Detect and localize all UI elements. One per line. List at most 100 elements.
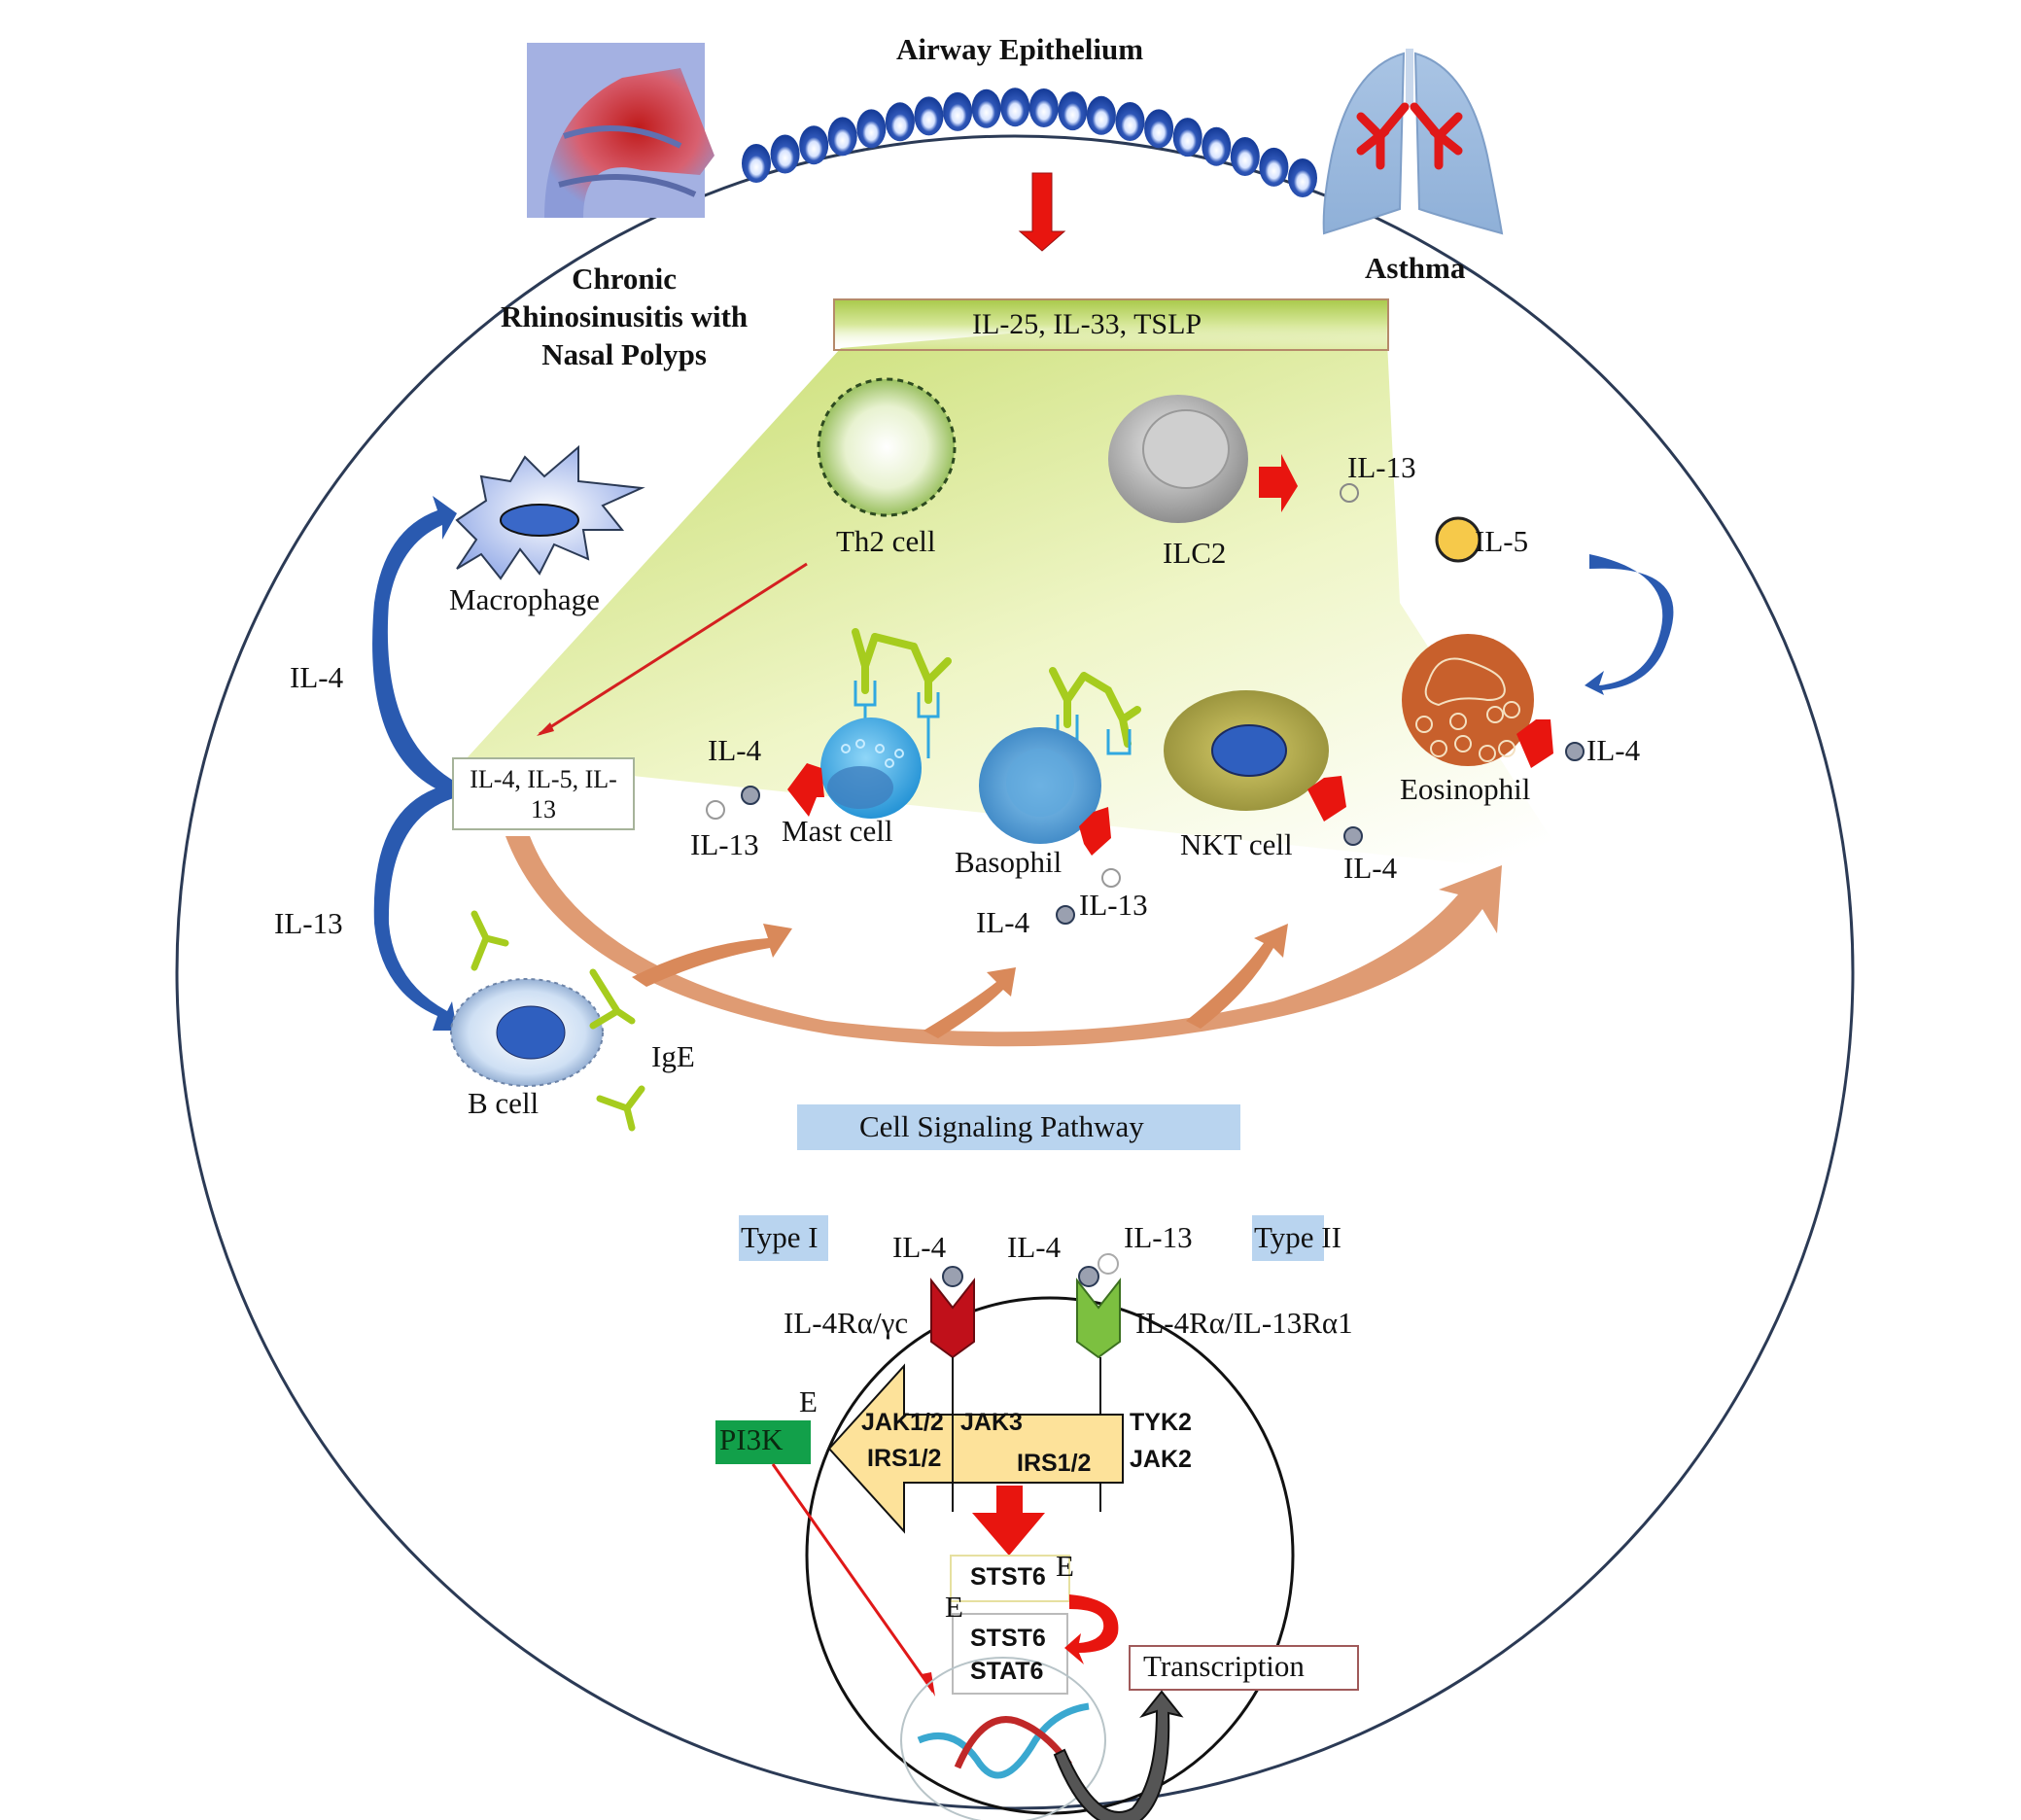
basophil-shape (979, 667, 1141, 856)
il5-dot (1435, 516, 1481, 563)
type1-label: Type I (741, 1220, 819, 1254)
il4-dot-eos (1565, 742, 1585, 761)
basophil-label: Basophil (955, 845, 1063, 879)
crswnp-label: Chronic Rhinosinusitis with Nasal Polyps (501, 261, 748, 373)
il13-dot-baso (1101, 868, 1121, 888)
epithelial-cell (1202, 126, 1232, 166)
asthma-label: Asthma (1365, 251, 1466, 285)
transcription-box (1129, 1645, 1359, 1691)
ige-antibodies (470, 910, 645, 1132)
epithelial-cell (827, 117, 857, 157)
transcription-label: Transcription (1143, 1649, 1305, 1683)
epithelial-cell (885, 102, 915, 142)
signaling-title-bg (797, 1104, 1240, 1150)
stat6-dimer-box (952, 1613, 1068, 1695)
epithelial-cell (799, 125, 829, 165)
baso-il13-label: IL-13 (1079, 888, 1148, 922)
epithelial-cell (1115, 102, 1145, 141)
il13-dot-mast (706, 800, 725, 820)
epithelial-cell (1172, 118, 1202, 158)
il4-dot-mast (741, 786, 760, 805)
e-mark-pi3k: E (799, 1384, 818, 1418)
jak3-label: JAK3 (960, 1409, 1023, 1436)
il4-dot-baso (1056, 905, 1075, 925)
airway-epithelium-cells (742, 88, 1317, 197)
receptor-type1 (930, 1278, 975, 1359)
ilc2-cell-shape (1108, 395, 1298, 523)
mast-cell-label: Mast cell (782, 814, 893, 848)
blue-arrow-il4 (372, 496, 457, 797)
crswnp-line-2: Rhinosinusitis with (501, 298, 749, 333)
jak2-label: JAK2 (1130, 1446, 1192, 1473)
epithelial-cell (1288, 158, 1317, 197)
epithelial-cell (1000, 88, 1030, 127)
receptor-type2 (1076, 1278, 1121, 1359)
epithelial-cell (1058, 91, 1088, 131)
irs12-right-label: IRS1/2 (1017, 1450, 1092, 1477)
ige-label: IgE (651, 1039, 695, 1073)
mast-il4-label: IL-4 (708, 733, 762, 767)
epithelial-cell (914, 96, 944, 136)
th2-cell-shape (817, 377, 957, 517)
blue-curved-arrow-il5 (1585, 554, 1674, 695)
r1-ligand-label: IL-4 (892, 1230, 947, 1264)
epithelial-cell (1028, 88, 1059, 127)
stst6-top-label: STST6 (970, 1563, 1046, 1591)
pi3k-to-dna-arrow (771, 1463, 935, 1693)
th2-cytokines-line-2: 13 (531, 795, 556, 824)
th2-cell-label: Th2 cell (836, 524, 936, 558)
epithelial-cell (1086, 95, 1116, 135)
il13-left-label: IL-13 (274, 906, 343, 940)
th2-to-cytokines-arrow (539, 562, 808, 736)
e-mark-stst6-top: E (1056, 1549, 1074, 1583)
type2-bg (1252, 1215, 1324, 1261)
arrowhead (537, 722, 554, 736)
outer-circle (175, 134, 1855, 1810)
orange-arrow-mast (632, 924, 792, 987)
epithelial-cell (742, 144, 771, 183)
il4-dot-nkt (1343, 826, 1363, 846)
jak-arrow (827, 1363, 1124, 1534)
orange-arrow-nkt (1186, 924, 1288, 1029)
eosinophil-shape (1402, 634, 1553, 768)
irs12-left-label: IRS1/2 (867, 1445, 942, 1472)
b-cell-label: B cell (468, 1086, 540, 1120)
red-jak-to-stat-arrow (972, 1486, 1045, 1556)
airway-epithelium-title: Airway Epithelium (896, 32, 1144, 66)
nkt-cell-label: NKT cell (1180, 827, 1293, 861)
alarmin-box (833, 298, 1389, 351)
eosinophil-label: Eosinophil (1400, 772, 1531, 806)
r2-ligand-il13-label: IL-13 (1124, 1220, 1193, 1254)
baso-il4-label: IL-4 (976, 905, 1030, 939)
red-down-arrow (1018, 172, 1066, 252)
stat6-label: STAT6 (970, 1658, 1044, 1685)
black-curved-arrow (1053, 1690, 1184, 1820)
pi3k-label: PI3K (719, 1422, 784, 1456)
r2-ligand-il4-label: IL-4 (1007, 1230, 1062, 1264)
type2-label: Type II (1254, 1220, 1342, 1254)
crswnp-line-3: Nasal Polyps (541, 336, 707, 371)
il13-ilc2-label: IL-13 (1347, 450, 1416, 484)
th2-cytokines-text: IL-4, IL-5, IL- 13 (457, 764, 630, 824)
blue-arrow-il13 (373, 783, 457, 1031)
type1-bg (739, 1215, 828, 1261)
pi3k-box (715, 1420, 811, 1464)
crswnp-line-1: Chronic (572, 262, 678, 296)
macrophage-label: Macrophage (449, 582, 600, 616)
dna-nucleus-ring (900, 1657, 1106, 1820)
orange-arrow-baso (923, 967, 1016, 1038)
dna-helix-icon (917, 1702, 1090, 1779)
tyk2-label: TYK2 (1130, 1409, 1192, 1436)
b-cell-shape (450, 978, 604, 1087)
mast-cell-shape (787, 628, 952, 819)
epithelial-cell (971, 88, 1001, 128)
e-mark-stst6-bottom: E (945, 1590, 963, 1624)
nkt-il4-label: IL-4 (1343, 851, 1398, 885)
il4-ligand-r1 (942, 1266, 963, 1287)
nose-image (527, 43, 714, 218)
il13-dot-ilc2 (1340, 483, 1359, 503)
epithelial-cell (856, 109, 887, 149)
epithelial-cell (1259, 147, 1289, 187)
lungs-image (1322, 49, 1504, 235)
